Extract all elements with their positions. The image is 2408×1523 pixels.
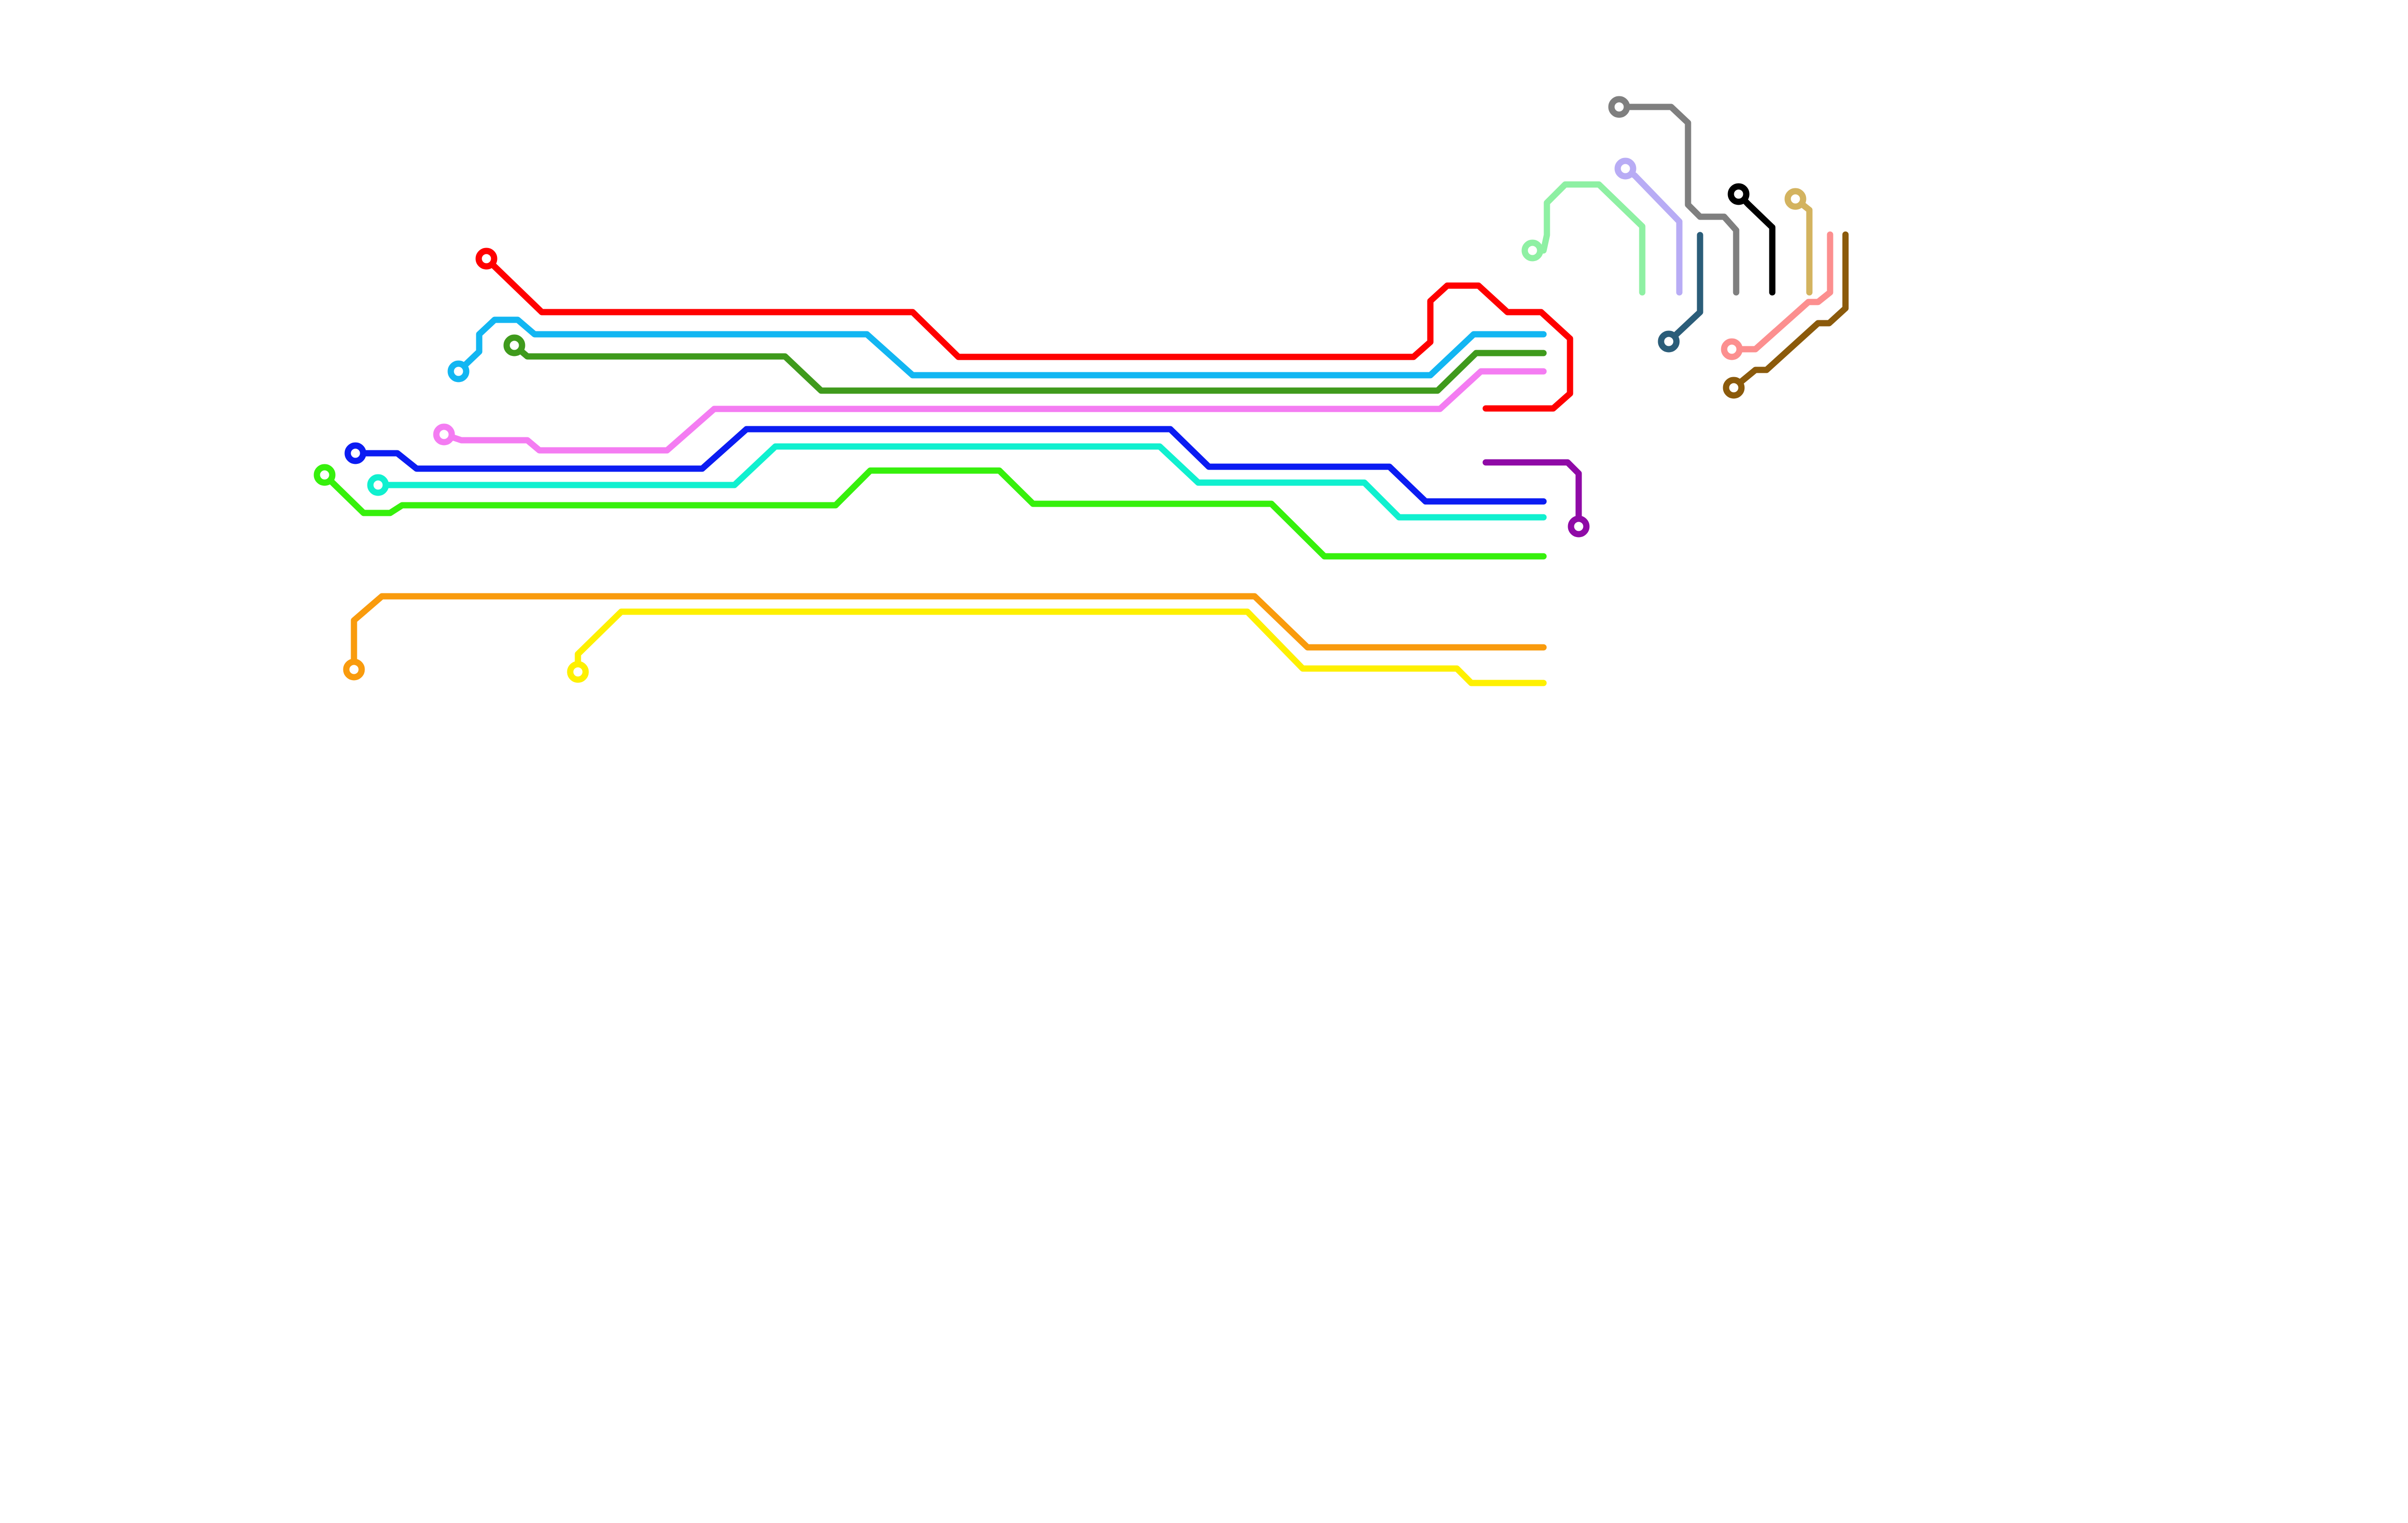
trace-yellow — [567, 608, 1547, 686]
terminal-pad-blue — [344, 442, 366, 464]
terminal-pad-tan — [1784, 188, 1806, 210]
trace-line-olive-green — [511, 342, 1547, 394]
terminal-pad-gray — [1608, 96, 1630, 118]
trace-line-purple — [1482, 459, 1582, 530]
terminal-pad-black — [1727, 183, 1750, 205]
trace-gray — [1608, 96, 1740, 296]
terminal-pad-red — [475, 248, 497, 270]
terminal-pad-orange — [343, 658, 365, 681]
terminal-pad-sky-blue — [447, 360, 470, 382]
terminal-pad-mint — [1521, 239, 1544, 262]
terminal-pad-salmon — [1721, 338, 1743, 360]
trace-olive-green — [503, 334, 1547, 394]
trace-pink — [433, 368, 1547, 454]
trace-orange — [343, 593, 1547, 681]
trace-tan — [1784, 188, 1813, 296]
trace-line-orange — [351, 593, 1547, 673]
trace-line-red — [483, 255, 1573, 412]
trace-brown — [1723, 231, 1849, 399]
trace-line-brown — [1730, 231, 1849, 391]
trace-line-yellow — [575, 608, 1547, 686]
terminal-pad-olive-green — [503, 334, 525, 356]
terminal-pad-purple — [1568, 515, 1590, 538]
trace-mint — [1521, 181, 1646, 296]
traces-layer — [314, 96, 1849, 686]
trace-line-sky-blue — [455, 316, 1547, 379]
terminal-pad-brown — [1723, 377, 1745, 399]
terminal-pad-green — [314, 464, 336, 486]
trace-salmon — [1721, 231, 1833, 360]
trace-line-gray — [1616, 104, 1740, 296]
trace-sky-blue — [447, 316, 1547, 382]
trace-line-cyan — [375, 443, 1547, 521]
terminal-pad-lavender — [1614, 158, 1636, 180]
trace-slate — [1658, 232, 1703, 353]
trace-red — [475, 248, 1573, 412]
trace-lavender — [1614, 158, 1683, 296]
trace-green — [314, 464, 1547, 560]
trace-line-green — [321, 467, 1547, 560]
trace-line-blue — [352, 426, 1547, 505]
terminal-pad-cyan — [367, 474, 389, 496]
trace-purple — [1482, 459, 1590, 538]
trace-line-salmon — [1728, 231, 1833, 353]
terminal-pad-slate — [1658, 330, 1680, 353]
trace-line-mint — [1529, 181, 1646, 296]
trace-line-pink — [441, 368, 1547, 454]
terminal-pad-yellow — [567, 661, 589, 683]
trace-blue — [344, 426, 1547, 505]
trace-black — [1727, 183, 1776, 296]
trace-line-slate — [1665, 232, 1703, 345]
trace-cyan — [367, 443, 1547, 521]
terminal-pad-pink — [433, 423, 455, 446]
